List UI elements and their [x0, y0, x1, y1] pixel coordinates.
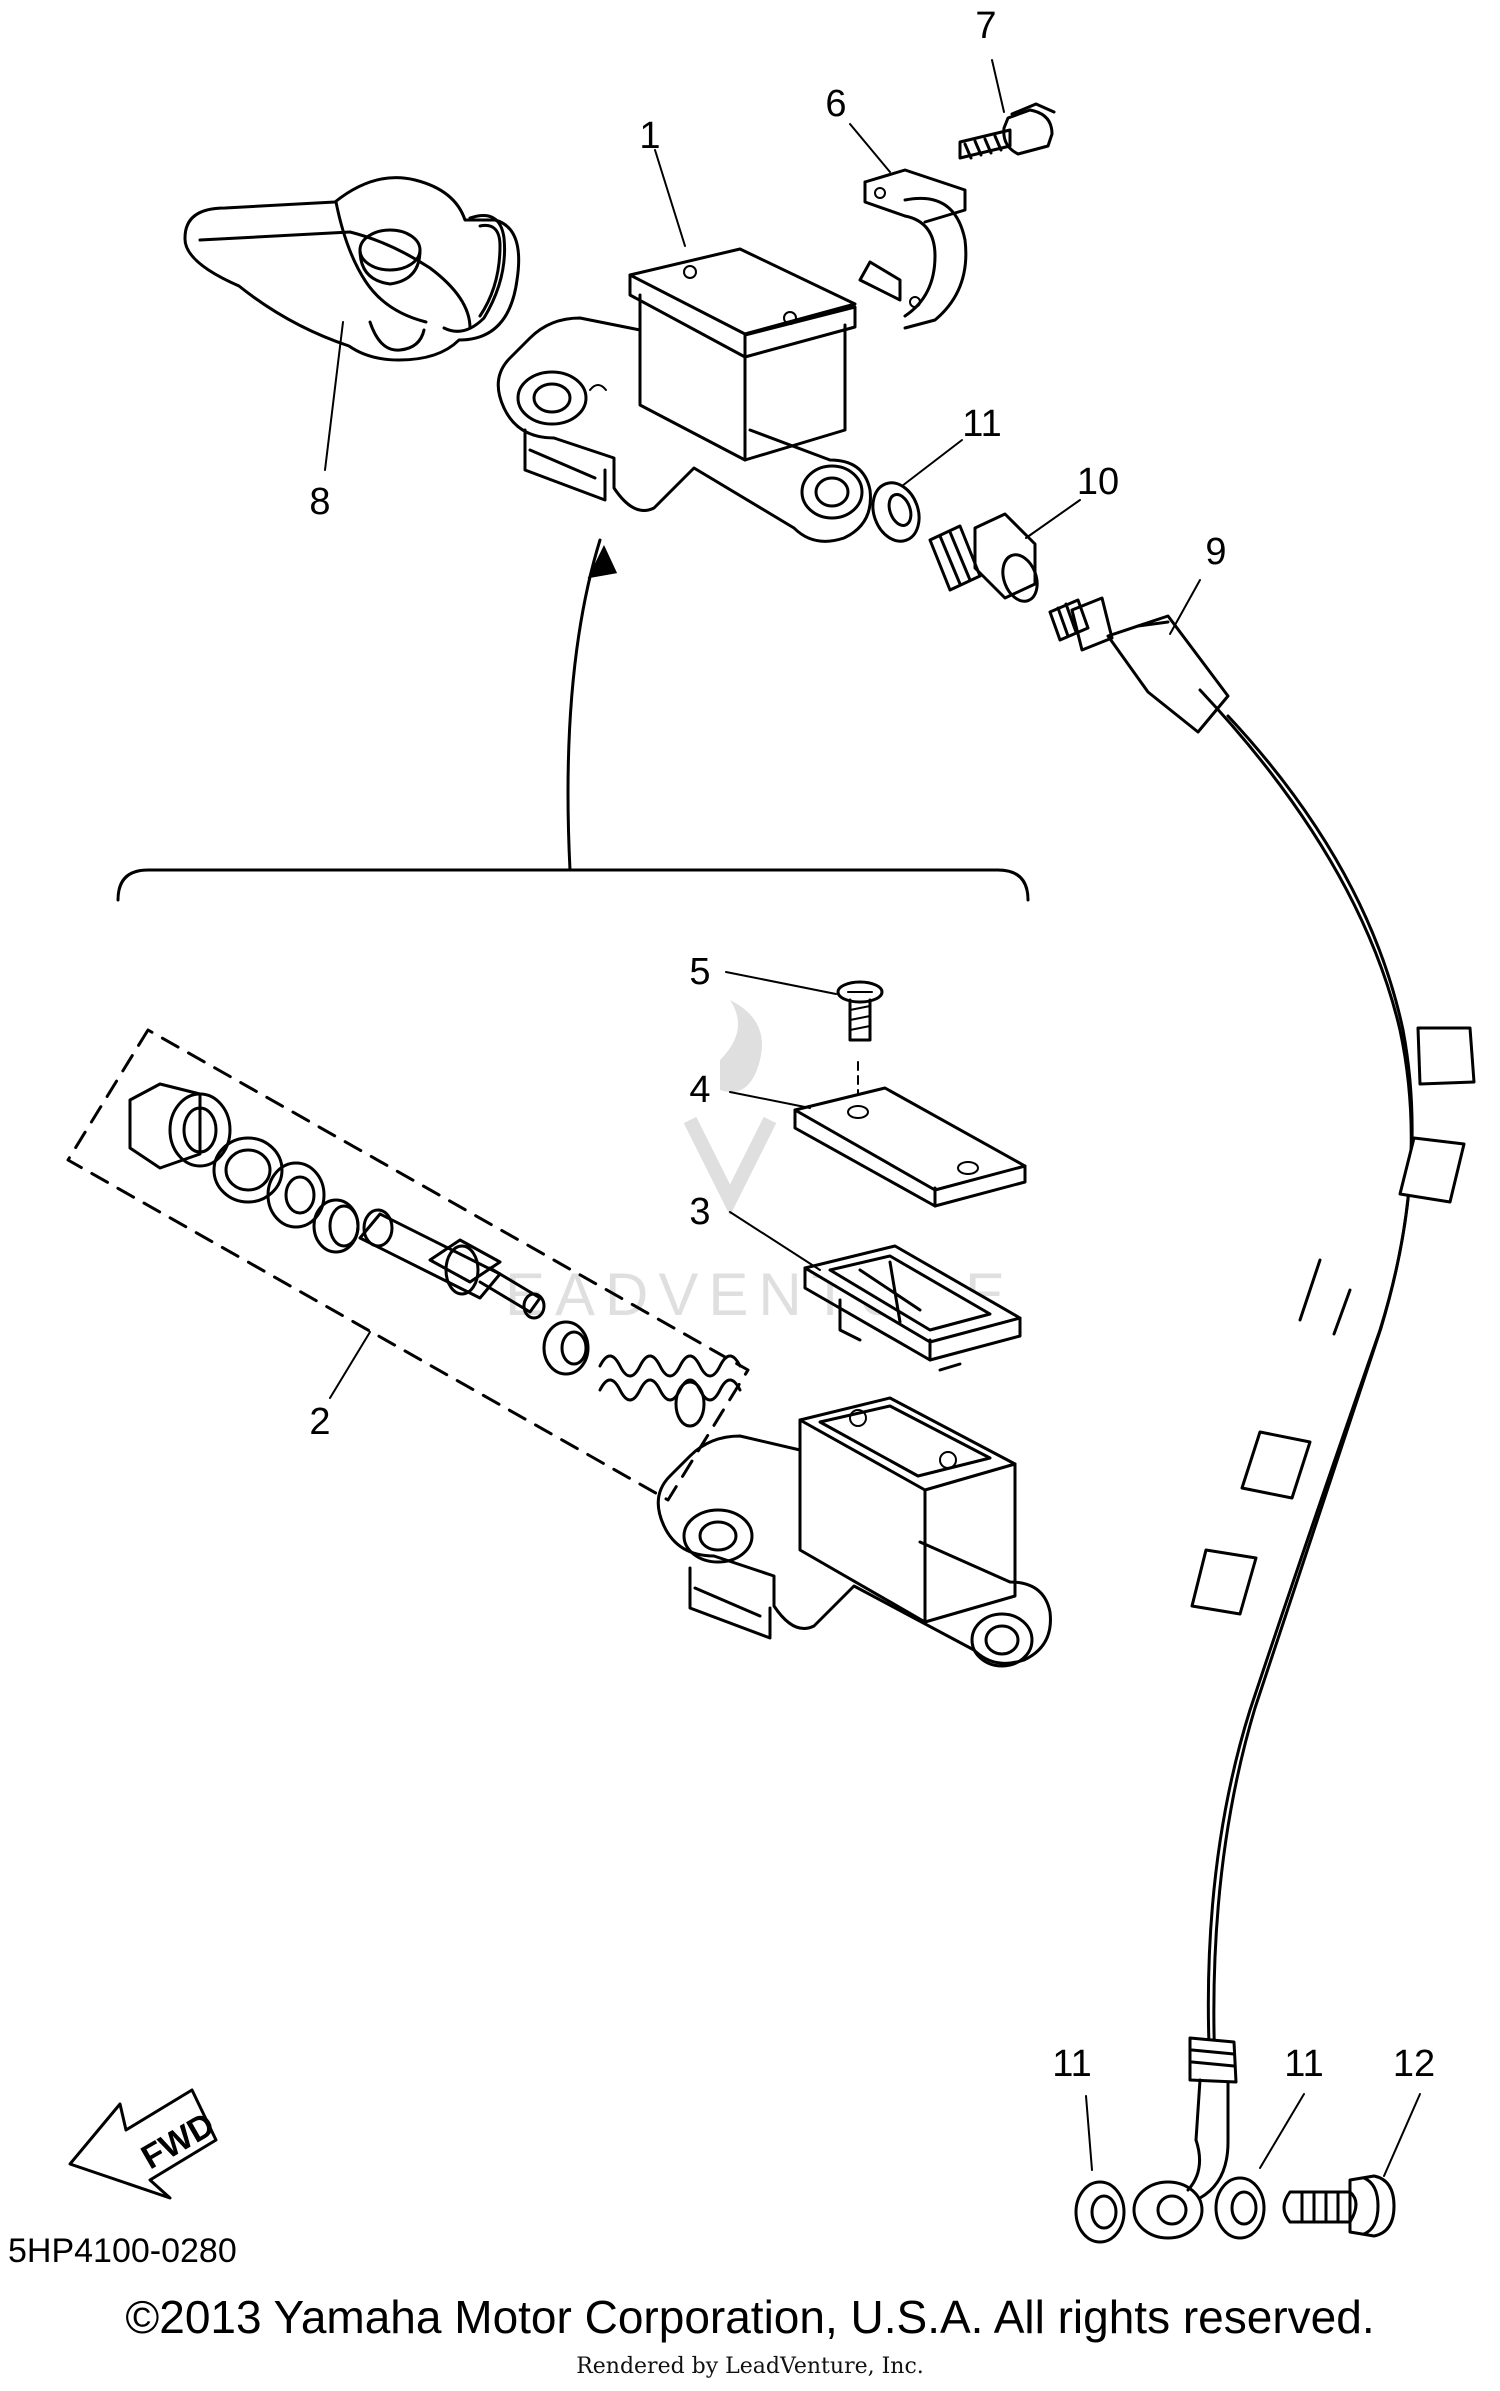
reservoir-cap-part-4: [793, 1086, 1027, 1208]
fwd-arrow-icon: FWD: [68, 2088, 221, 2200]
callout-1: 1: [639, 115, 661, 157]
master-cylinder-part-1: [496, 247, 872, 543]
washer-part-11-top: [871, 481, 921, 543]
master-cylinder-body: [656, 1396, 1052, 1668]
callout-4: 4: [689, 1069, 711, 1111]
callout-8: 8: [309, 481, 331, 523]
fitting-part-10: [928, 512, 1039, 603]
washer-part-11-bottom-right: [1214, 2176, 1266, 2240]
callout-11-top: 11: [962, 403, 1002, 445]
clamp-part-6: [858, 168, 968, 330]
callout-12: 12: [1392, 2043, 1436, 2085]
callout-6: 6: [825, 83, 847, 125]
washer-part-11-bottom-left: [1074, 2180, 1126, 2244]
callout-10: 10: [1076, 461, 1120, 503]
diaphragm-part-3: [803, 1244, 1022, 1372]
callout-5: 5: [689, 951, 711, 993]
piston-kit-part-2: [66, 1028, 750, 1502]
lever-guard-part-8: [183, 176, 521, 362]
banjo-bolt-part-12: [1282, 2174, 1396, 2238]
callout-7: 7: [975, 5, 997, 47]
callout-9: 9: [1205, 531, 1227, 573]
part-code: 5HP4100-0280: [8, 2232, 237, 2270]
callout-11-bottom-left: 11: [1052, 2043, 1092, 2085]
callout-3: 3: [689, 1191, 711, 1233]
detail-bracket: [116, 538, 1030, 902]
screw-part-5: [836, 980, 884, 1113]
brake-hose-part-9: [1048, 596, 1476, 2240]
callout-11-bottom-right: 11: [1284, 2043, 1324, 2085]
copyright-notice: ©2013 Yamaha Motor Corporation, U.S.A. A…: [125, 2291, 1375, 2343]
leader-lines: [324, 59, 1421, 2177]
bolt-part-7: [958, 102, 1056, 160]
rendered-by-credit: Rendered by LeadVenture, Inc.: [576, 2354, 924, 2379]
callout-2: 2: [309, 1401, 331, 1443]
